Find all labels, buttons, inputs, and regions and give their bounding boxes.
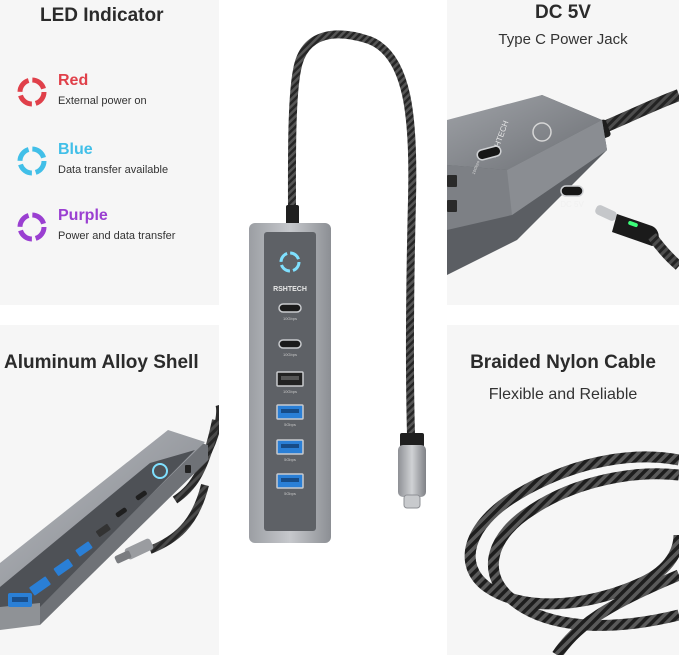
aluminum-shell-title: Aluminum Alloy Shell: [4, 352, 199, 373]
led-indicator-title: LED Indicator: [40, 5, 164, 26]
dc-jack-closeup: RSHTECH 10Gbps DC 5V: [447, 89, 679, 275]
port-speed-label: 10Gbps: [283, 352, 297, 357]
braided-cable-title: Braided Nylon Cable: [470, 352, 656, 373]
cable-coil-illustration: [464, 451, 679, 655]
hub-brand-label: RSHTECH: [273, 286, 307, 293]
dc-jack-label: DC 5V: [560, 200, 584, 209]
braided-cable-panel: Braided Nylon Cable Flexible and Reliabl…: [447, 325, 679, 655]
port-speed-label: 5Gbps: [284, 422, 296, 427]
port-speed-label: 10Gbps: [283, 389, 297, 394]
led-desc-blue: Data transfer available: [58, 164, 169, 176]
blue-ring-icon: [17, 146, 47, 176]
dc-port-speed-label: 10Gbps: [471, 160, 480, 175]
led-indicator-panel: LED Indicator Red External power on Blue…: [0, 0, 219, 305]
led-name-blue: Blue: [58, 141, 93, 158]
braided-cable-subtitle: Flexible and Reliable: [488, 386, 638, 403]
purple-ring-icon: [17, 212, 47, 242]
dc-title: DC 5V: [535, 2, 591, 23]
dc-subtitle: Type C Power Jack: [498, 31, 628, 48]
port-speed-label: 5Gbps: [284, 491, 296, 496]
angled-hub-illustration: [0, 405, 219, 630]
led-item-purple: Purple Power and data transfer: [14, 207, 214, 247]
led-desc-purple: Power and data transfer: [58, 230, 176, 242]
led-item-blue: Blue Data transfer available: [14, 141, 214, 181]
port-speed-label: 5Gbps: [284, 457, 296, 462]
led-name-red: Red: [58, 72, 89, 89]
red-ring-icon: [17, 77, 47, 107]
led-name-purple: Purple: [58, 207, 108, 224]
led-item-red: Red External power on: [14, 72, 214, 112]
port-speed-label: 10Gbps: [283, 316, 297, 321]
center-hub-illustration: RSHTECH 10Gbps 10Gbps 10Gbps 5Gbps 5Gbps…: [249, 30, 426, 543]
aluminum-shell-panel: Aluminum Alloy Shell: [0, 325, 219, 655]
led-desc-red: External power on: [58, 95, 147, 107]
dc-power-panel: DC 5V Type C Power Jack RSHTECH 10Gbps: [447, 0, 679, 305]
